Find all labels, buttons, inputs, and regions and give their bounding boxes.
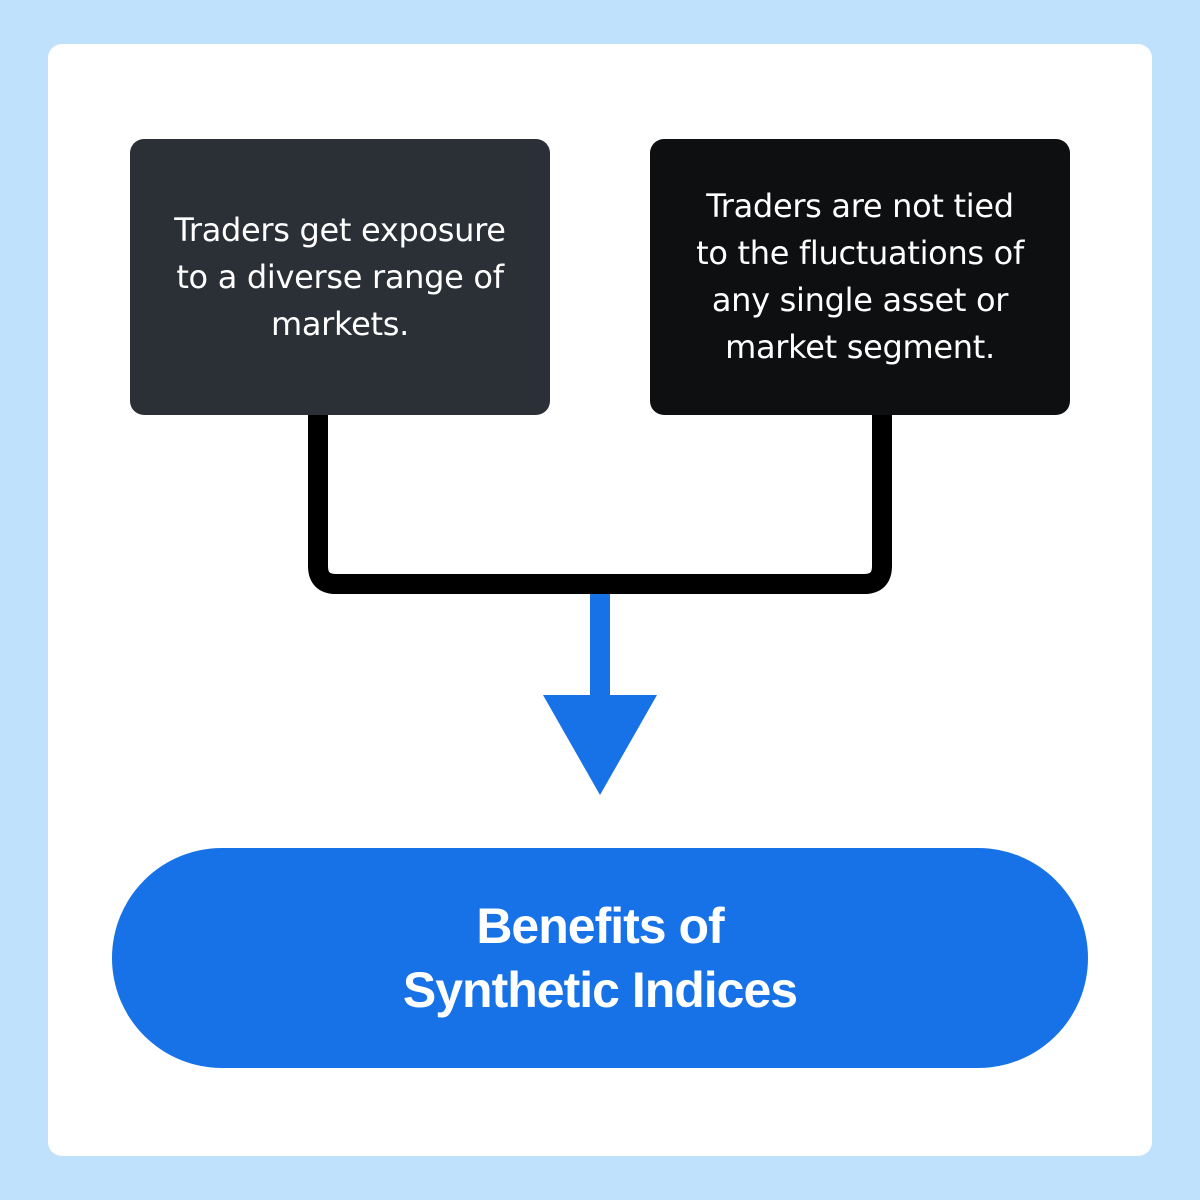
arrow-shaft [590, 594, 610, 700]
result-title-line: Synthetic Indices [402, 962, 798, 1018]
result-title-line: Benefits of [476, 898, 724, 954]
benefit-text-line: Traders get exposure [174, 210, 506, 249]
benefit-text-line: any single asset or [711, 281, 1009, 319]
benefit-text-line: market segment. [725, 328, 995, 366]
benefit-text-line: markets. [270, 304, 409, 343]
benefit-box-not-tied: Traders are not tied to the fluctuations… [650, 139, 1070, 415]
benefit-text-line: to the fluctuations of [696, 234, 1024, 272]
bracket-connector [308, 415, 892, 594]
benefit-text-line: to a diverse range of [176, 257, 504, 296]
result-pill-benefits: Benefits of Synthetic Indices [112, 848, 1088, 1068]
benefit-text-line: Traders are not tied [706, 187, 1014, 225]
benefit-box-diverse-exposure: Traders get exposure to a diverse range … [130, 139, 550, 415]
arrow-down-icon [543, 695, 657, 795]
